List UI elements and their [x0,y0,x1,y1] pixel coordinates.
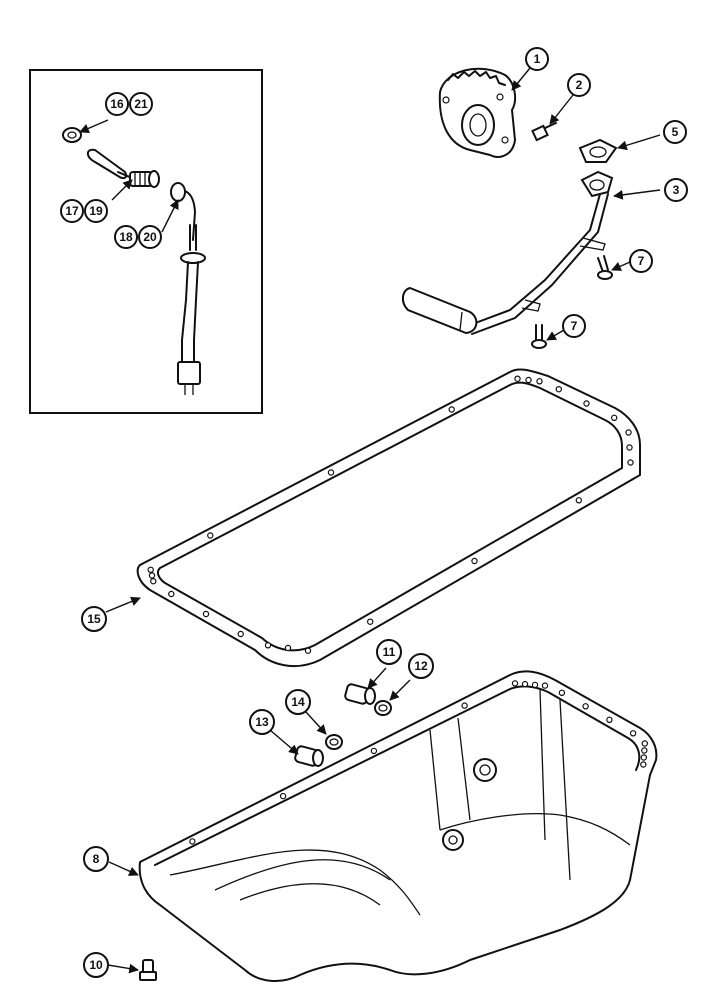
bolt-hole [264,642,272,649]
callout-label-17: 17 [65,204,79,218]
bolt-hole [583,400,590,407]
sealing-washer [62,127,82,143]
bolt-hole [147,566,154,574]
bolt-hole [558,689,566,697]
bolt [531,122,557,142]
inset-sensor-assembly [29,69,263,414]
bolt-hole [367,618,374,625]
bolt-hole [521,680,529,688]
callout-1: 1 [525,47,549,71]
sealing-ring-lower [325,734,343,750]
oil-pump [438,67,517,158]
callout-label-19: 19 [89,204,103,218]
bolt-hole [461,702,468,709]
callout-label-2: 2 [576,78,583,92]
drain-plug-upper [344,683,376,705]
bolt-hole [284,644,292,652]
bolt-hole [514,375,521,382]
bolt-hole [555,386,563,393]
bolt-hole [641,747,648,754]
callout-18: 18 [114,225,138,249]
callout-label-1: 1 [534,52,541,66]
oil-pan [138,670,658,982]
bolt-hole [606,716,613,724]
bolt-hole [202,610,210,618]
pickup-screw-upper [597,255,613,280]
bolt-hole [640,761,647,768]
bolt-hole [370,747,378,755]
callout-8: 8 [83,846,109,872]
callout-7-upper: 7 [629,249,653,273]
bolt-hole [471,557,478,565]
callout-17: 17 [60,199,84,223]
callout-label-8: 8 [93,852,100,866]
oil-pan-gasket [136,368,641,668]
bolt-hole [168,590,175,598]
callout-label-11: 11 [383,645,396,659]
bolt-hole [627,459,634,466]
callout-16: 16 [105,92,129,116]
bolt-hole [207,532,214,539]
callout-10: 10 [83,952,109,978]
bolt-hole [626,444,633,451]
callout-2: 2 [567,73,591,97]
oil-pickup-tube [402,170,614,335]
callout-label-3: 3 [673,183,680,197]
bolt-hole [304,647,312,654]
callout-7-lower: 7 [562,314,586,338]
callout-label-7a: 7 [638,254,645,268]
bolt-hole [148,572,156,579]
sealing-ring-upper [374,700,392,716]
bolt-hole [536,378,543,385]
drain-plug-lower [294,745,324,767]
bolt-hole [279,792,287,800]
bolt-hole [189,838,196,845]
callout-3: 3 [664,178,688,202]
callout-13: 13 [249,709,275,735]
callout-15: 15 [81,606,107,632]
bolt-hole [511,680,519,687]
bolt-hole [611,414,618,421]
callout-11: 11 [376,639,402,665]
oil-level-sensor [86,148,160,188]
bolt-hole [448,406,455,413]
callout-label-18: 18 [119,230,133,244]
bolt-hole [575,497,583,504]
leader-lines [79,67,661,974]
pan-drain-plug [139,959,157,981]
callout-19: 19 [84,199,108,223]
bolt-hole [237,630,244,638]
bolt-hole [641,740,649,747]
callout-label-16: 16 [110,97,124,111]
bolt-hole [531,681,539,689]
bolt-hole [625,429,632,436]
callout-label-15: 15 [87,612,101,626]
callout-label-21: 21 [134,97,148,111]
bolt-hole [629,730,637,737]
callout-label-12: 12 [414,659,428,673]
bolt-hole [525,376,532,384]
callout-label-10: 10 [89,958,103,972]
callout-label-14: 14 [291,695,305,709]
callout-5: 5 [663,120,687,144]
bolt-hole [640,754,648,761]
callout-label-20: 20 [143,230,157,244]
callout-20: 20 [138,225,162,249]
callout-12: 12 [408,653,434,679]
bolt-hole [541,682,549,689]
sensor-harness [170,182,206,395]
callout-label-5: 5 [672,125,679,139]
pickup-gasket [578,138,618,163]
callout-label-7b: 7 [571,319,578,333]
bolt-hole [150,578,157,585]
callout-14: 14 [285,689,311,715]
callout-label-13: 13 [255,715,269,729]
bolt-hole [327,469,335,476]
callout-21: 21 [129,92,153,116]
pickup-screw-lower [531,324,547,349]
bolt-hole [582,703,589,710]
